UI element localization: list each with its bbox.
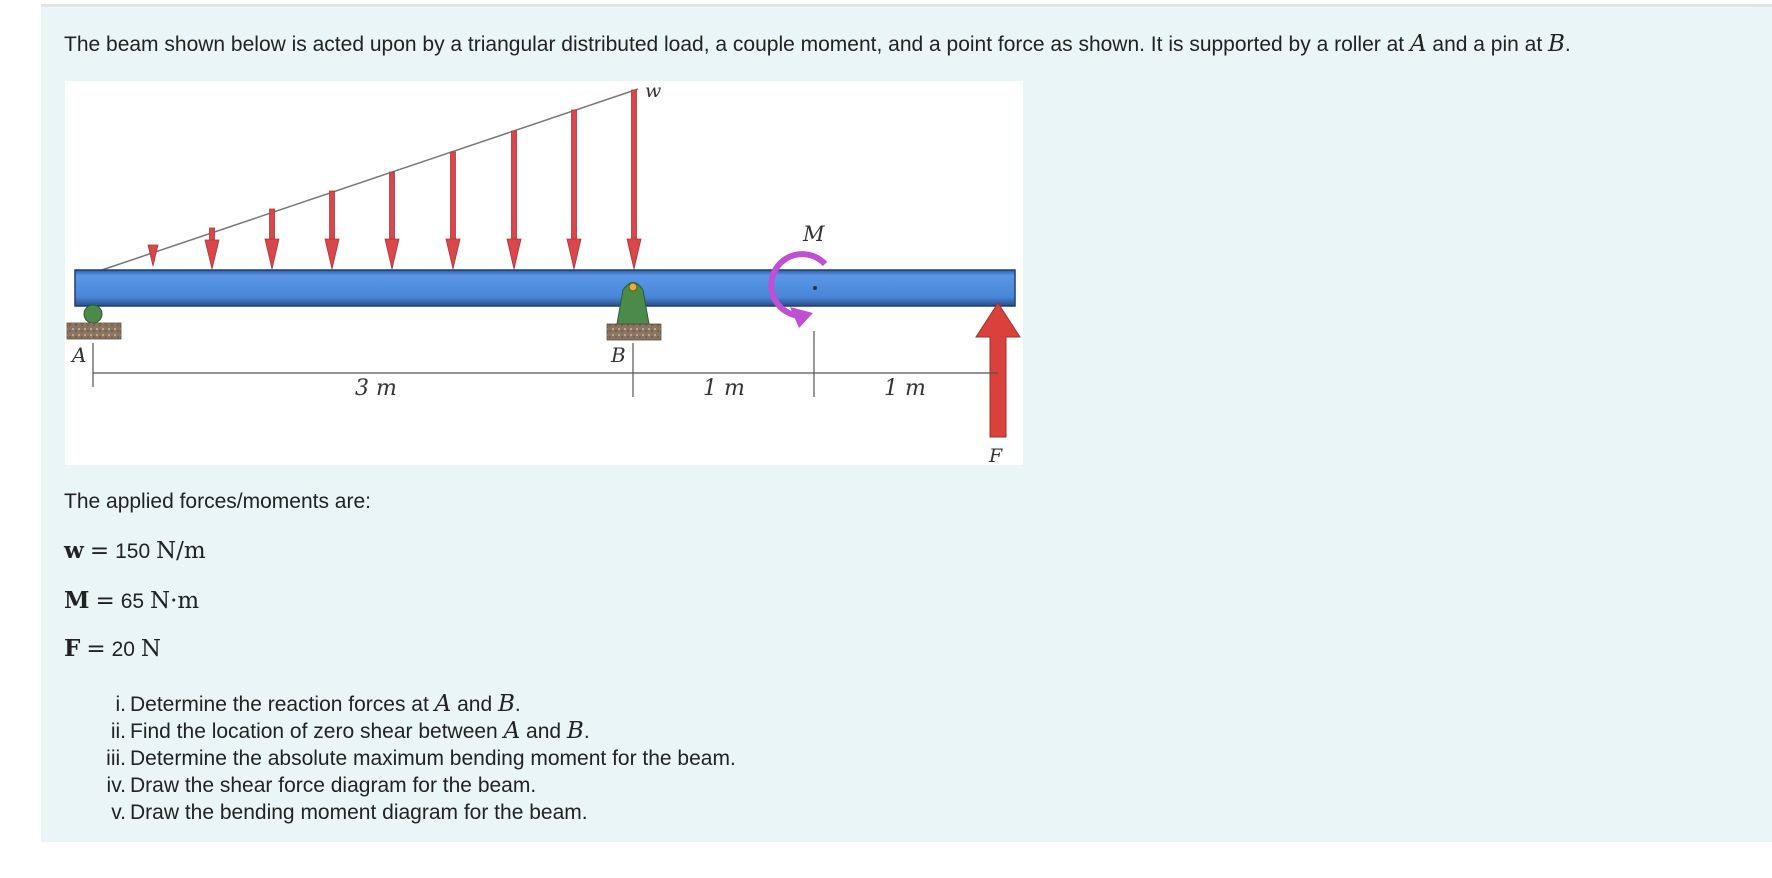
task-number: iv. bbox=[106, 774, 126, 797]
var-A: A bbox=[1409, 31, 1427, 57]
beam-diagram: w M A B F 3 m 1 m 1 m bbox=[66, 80, 1021, 467]
beam-figure: w M A B F 3 m 1 m 1 m bbox=[65, 80, 1023, 467]
equation-F: F=20 N bbox=[64, 635, 161, 662]
load-arrow bbox=[506, 130, 522, 270]
task-text: . bbox=[583, 720, 590, 743]
load-arrow bbox=[626, 89, 642, 270]
task-number: iii. bbox=[106, 747, 126, 770]
list-item: v.Draw the bending moment diagram for th… bbox=[64, 799, 736, 826]
var-B: B bbox=[498, 691, 515, 717]
equation-w: w=150 N/m bbox=[64, 537, 206, 564]
task-text: and bbox=[520, 720, 567, 743]
equals-sign: = bbox=[86, 636, 106, 662]
task-text: Draw the shear force diagram for the bea… bbox=[130, 774, 537, 797]
var-A: A bbox=[434, 691, 452, 717]
intro-text-1: The beam shown below is acted upon by a … bbox=[64, 33, 1410, 56]
dim-label-BM: 1 m bbox=[703, 376, 745, 401]
label-A: A bbox=[70, 343, 86, 367]
equation-M: M=65 N·m bbox=[64, 587, 199, 614]
dim-label-MF: 1 m bbox=[884, 376, 926, 401]
task-text: and bbox=[451, 693, 498, 716]
symbol-M: M bbox=[64, 587, 90, 614]
roller-support-A bbox=[66, 304, 122, 340]
label-w: w bbox=[645, 80, 661, 102]
unit-F: N bbox=[140, 636, 161, 662]
problem-statement: The beam shown below is acted upon by a … bbox=[64, 31, 1571, 57]
unit-M: N·m bbox=[149, 588, 200, 614]
value-w: 150 bbox=[115, 540, 151, 563]
load-arrow bbox=[384, 171, 400, 270]
dim-label-AB: 3 m bbox=[355, 376, 397, 401]
unit-w: N/m bbox=[155, 538, 206, 564]
load-envelope-line bbox=[92, 88, 639, 274]
list-item: ii.Find the location of zero shear betwe… bbox=[64, 718, 736, 745]
intro-text-2: and a pin at bbox=[1426, 33, 1549, 56]
task-text: Draw the bending moment diagram for the … bbox=[130, 801, 588, 824]
dimension-lines bbox=[92, 331, 998, 397]
load-arrow bbox=[566, 109, 582, 270]
beam bbox=[74, 269, 1016, 307]
load-arrow bbox=[204, 227, 220, 270]
list-item: i.Determine the reaction forces at A and… bbox=[64, 691, 736, 718]
equals-sign: = bbox=[89, 538, 110, 564]
couple-moment-arc bbox=[768, 251, 828, 328]
task-list: i.Determine the reaction forces at A and… bbox=[64, 691, 736, 826]
intro-text-3: . bbox=[1564, 33, 1571, 56]
symbol-w: w bbox=[64, 537, 84, 564]
pin-support-B bbox=[606, 282, 662, 341]
applied-heading: The applied forces/moments are: bbox=[64, 490, 371, 513]
value-M: 65 bbox=[120, 590, 145, 613]
list-item: iii.Determine the absolute maximum bendi… bbox=[64, 745, 736, 772]
load-arrow bbox=[324, 190, 340, 270]
task-number: i. bbox=[115, 693, 127, 716]
label-B: B bbox=[610, 343, 626, 367]
label-M: M bbox=[802, 222, 825, 246]
distributed-load-arrows bbox=[147, 89, 642, 270]
load-arrow bbox=[445, 151, 461, 270]
label-F: F bbox=[988, 445, 1003, 467]
task-number: v. bbox=[111, 801, 126, 824]
load-arrow bbox=[147, 244, 159, 267]
task-number: ii. bbox=[110, 720, 126, 743]
value-F: 20 bbox=[111, 638, 135, 661]
list-item: iv.Draw the shear force diagram for the … bbox=[64, 772, 736, 799]
symbol-F: F bbox=[64, 635, 81, 662]
task-text: Determine the reaction forces at bbox=[130, 693, 435, 716]
task-text: . bbox=[514, 693, 521, 716]
var-B: B bbox=[1548, 31, 1565, 57]
var-B: B bbox=[566, 718, 584, 744]
equals-sign: = bbox=[95, 588, 115, 614]
load-arrow bbox=[264, 208, 280, 270]
task-text: Find the location of zero shear between bbox=[130, 720, 504, 743]
point-force-arrow bbox=[975, 302, 1021, 438]
task-text: Determine the absolute maximum bending m… bbox=[130, 747, 736, 770]
var-A: A bbox=[503, 718, 521, 744]
question-panel: The beam shown below is acted upon by a … bbox=[41, 4, 1772, 842]
